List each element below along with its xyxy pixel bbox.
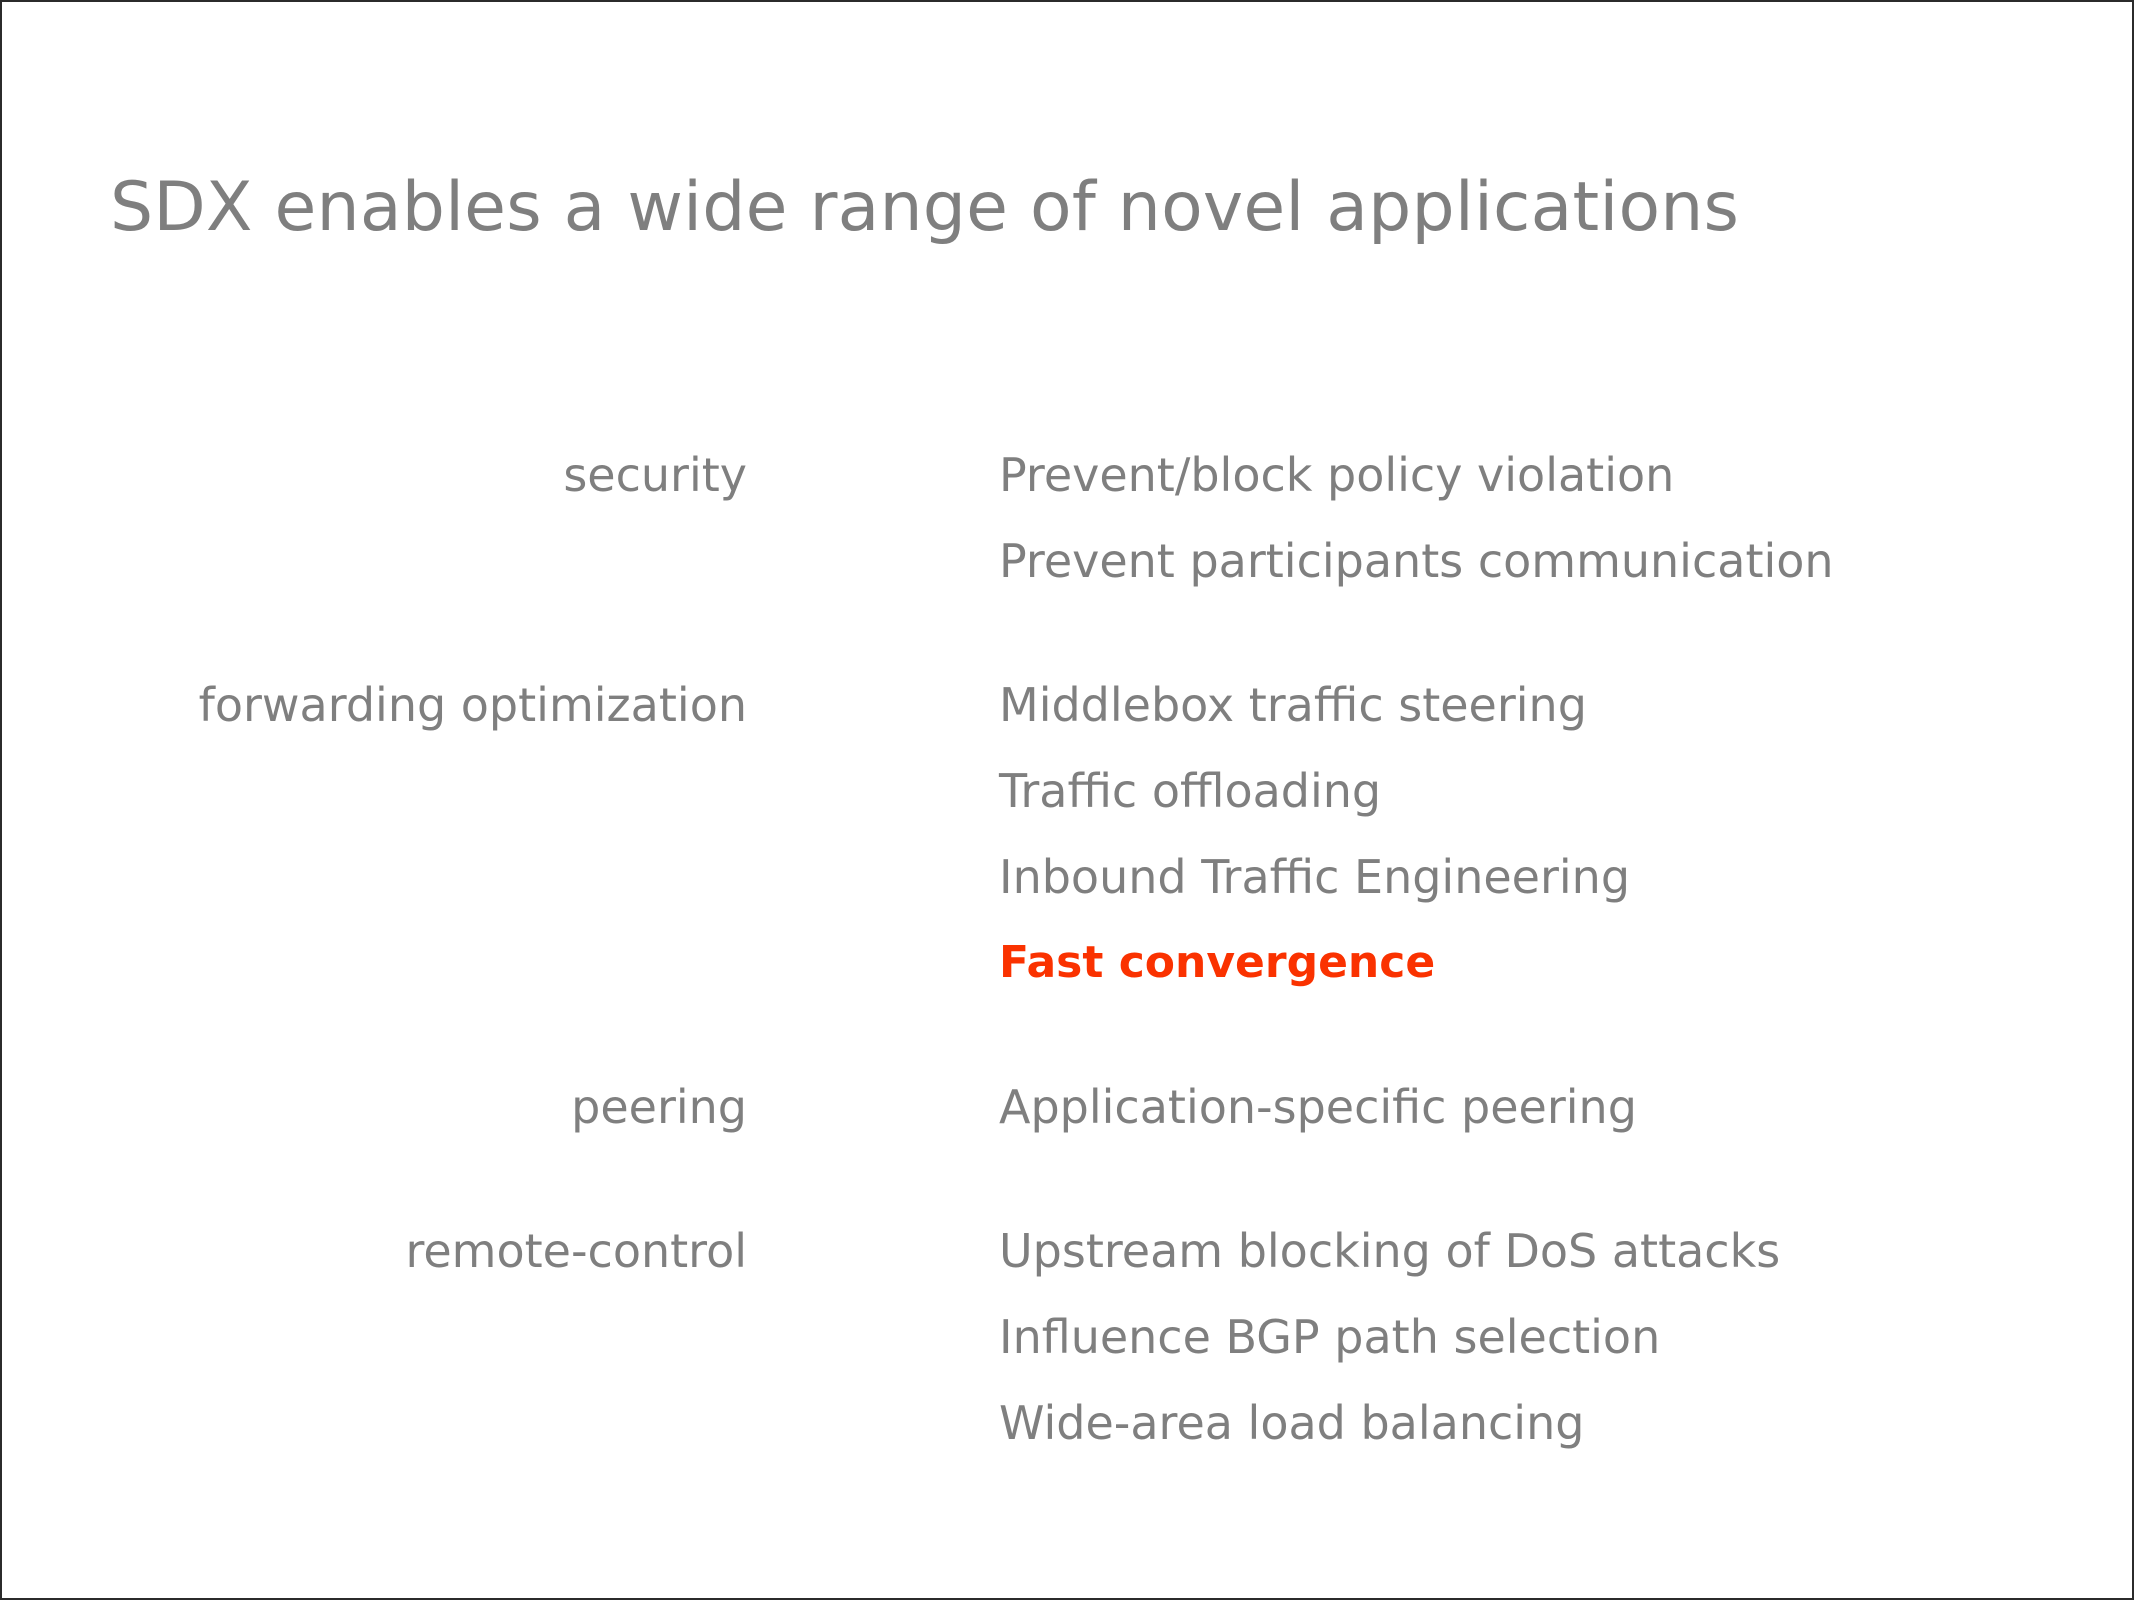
application-item-highlighted: Fast convergence: [999, 937, 1436, 988]
application-item: Prevent/block policy violation: [999, 448, 1675, 502]
group-items-column: Application-specific peering: [747, 1064, 2132, 1150]
group-label-column: forwarding optimization: [2, 662, 747, 748]
group-label-column: remote-control: [2, 1208, 747, 1294]
group-label-security: security: [563, 448, 747, 502]
application-item: Application-specific peering: [999, 1080, 1637, 1134]
group-label-column: security: [2, 432, 747, 518]
application-item: Traffic offloading: [999, 764, 1382, 818]
group-label-forwarding-optimization: forwarding optimization: [198, 678, 747, 732]
group-label-remote-control: remote-control: [405, 1224, 747, 1278]
group-label-peering: peering: [571, 1080, 747, 1134]
application-item: Influence BGP path selection: [999, 1310, 1661, 1364]
group-label-column: peering: [2, 1064, 747, 1150]
application-item: Inbound Traffic Engineering: [999, 850, 1631, 904]
page-title: SDX enables a wide range of novel applic…: [110, 168, 1740, 247]
application-item: Middlebox traffic steering: [999, 678, 1587, 732]
application-group: peering Application-specific peering: [2, 1064, 2132, 1150]
application-item: Upstream blocking of DoS attacks: [999, 1224, 1781, 1278]
application-item: Wide-area load balancing: [999, 1396, 1585, 1450]
application-item: Prevent participants communication: [999, 534, 1834, 588]
